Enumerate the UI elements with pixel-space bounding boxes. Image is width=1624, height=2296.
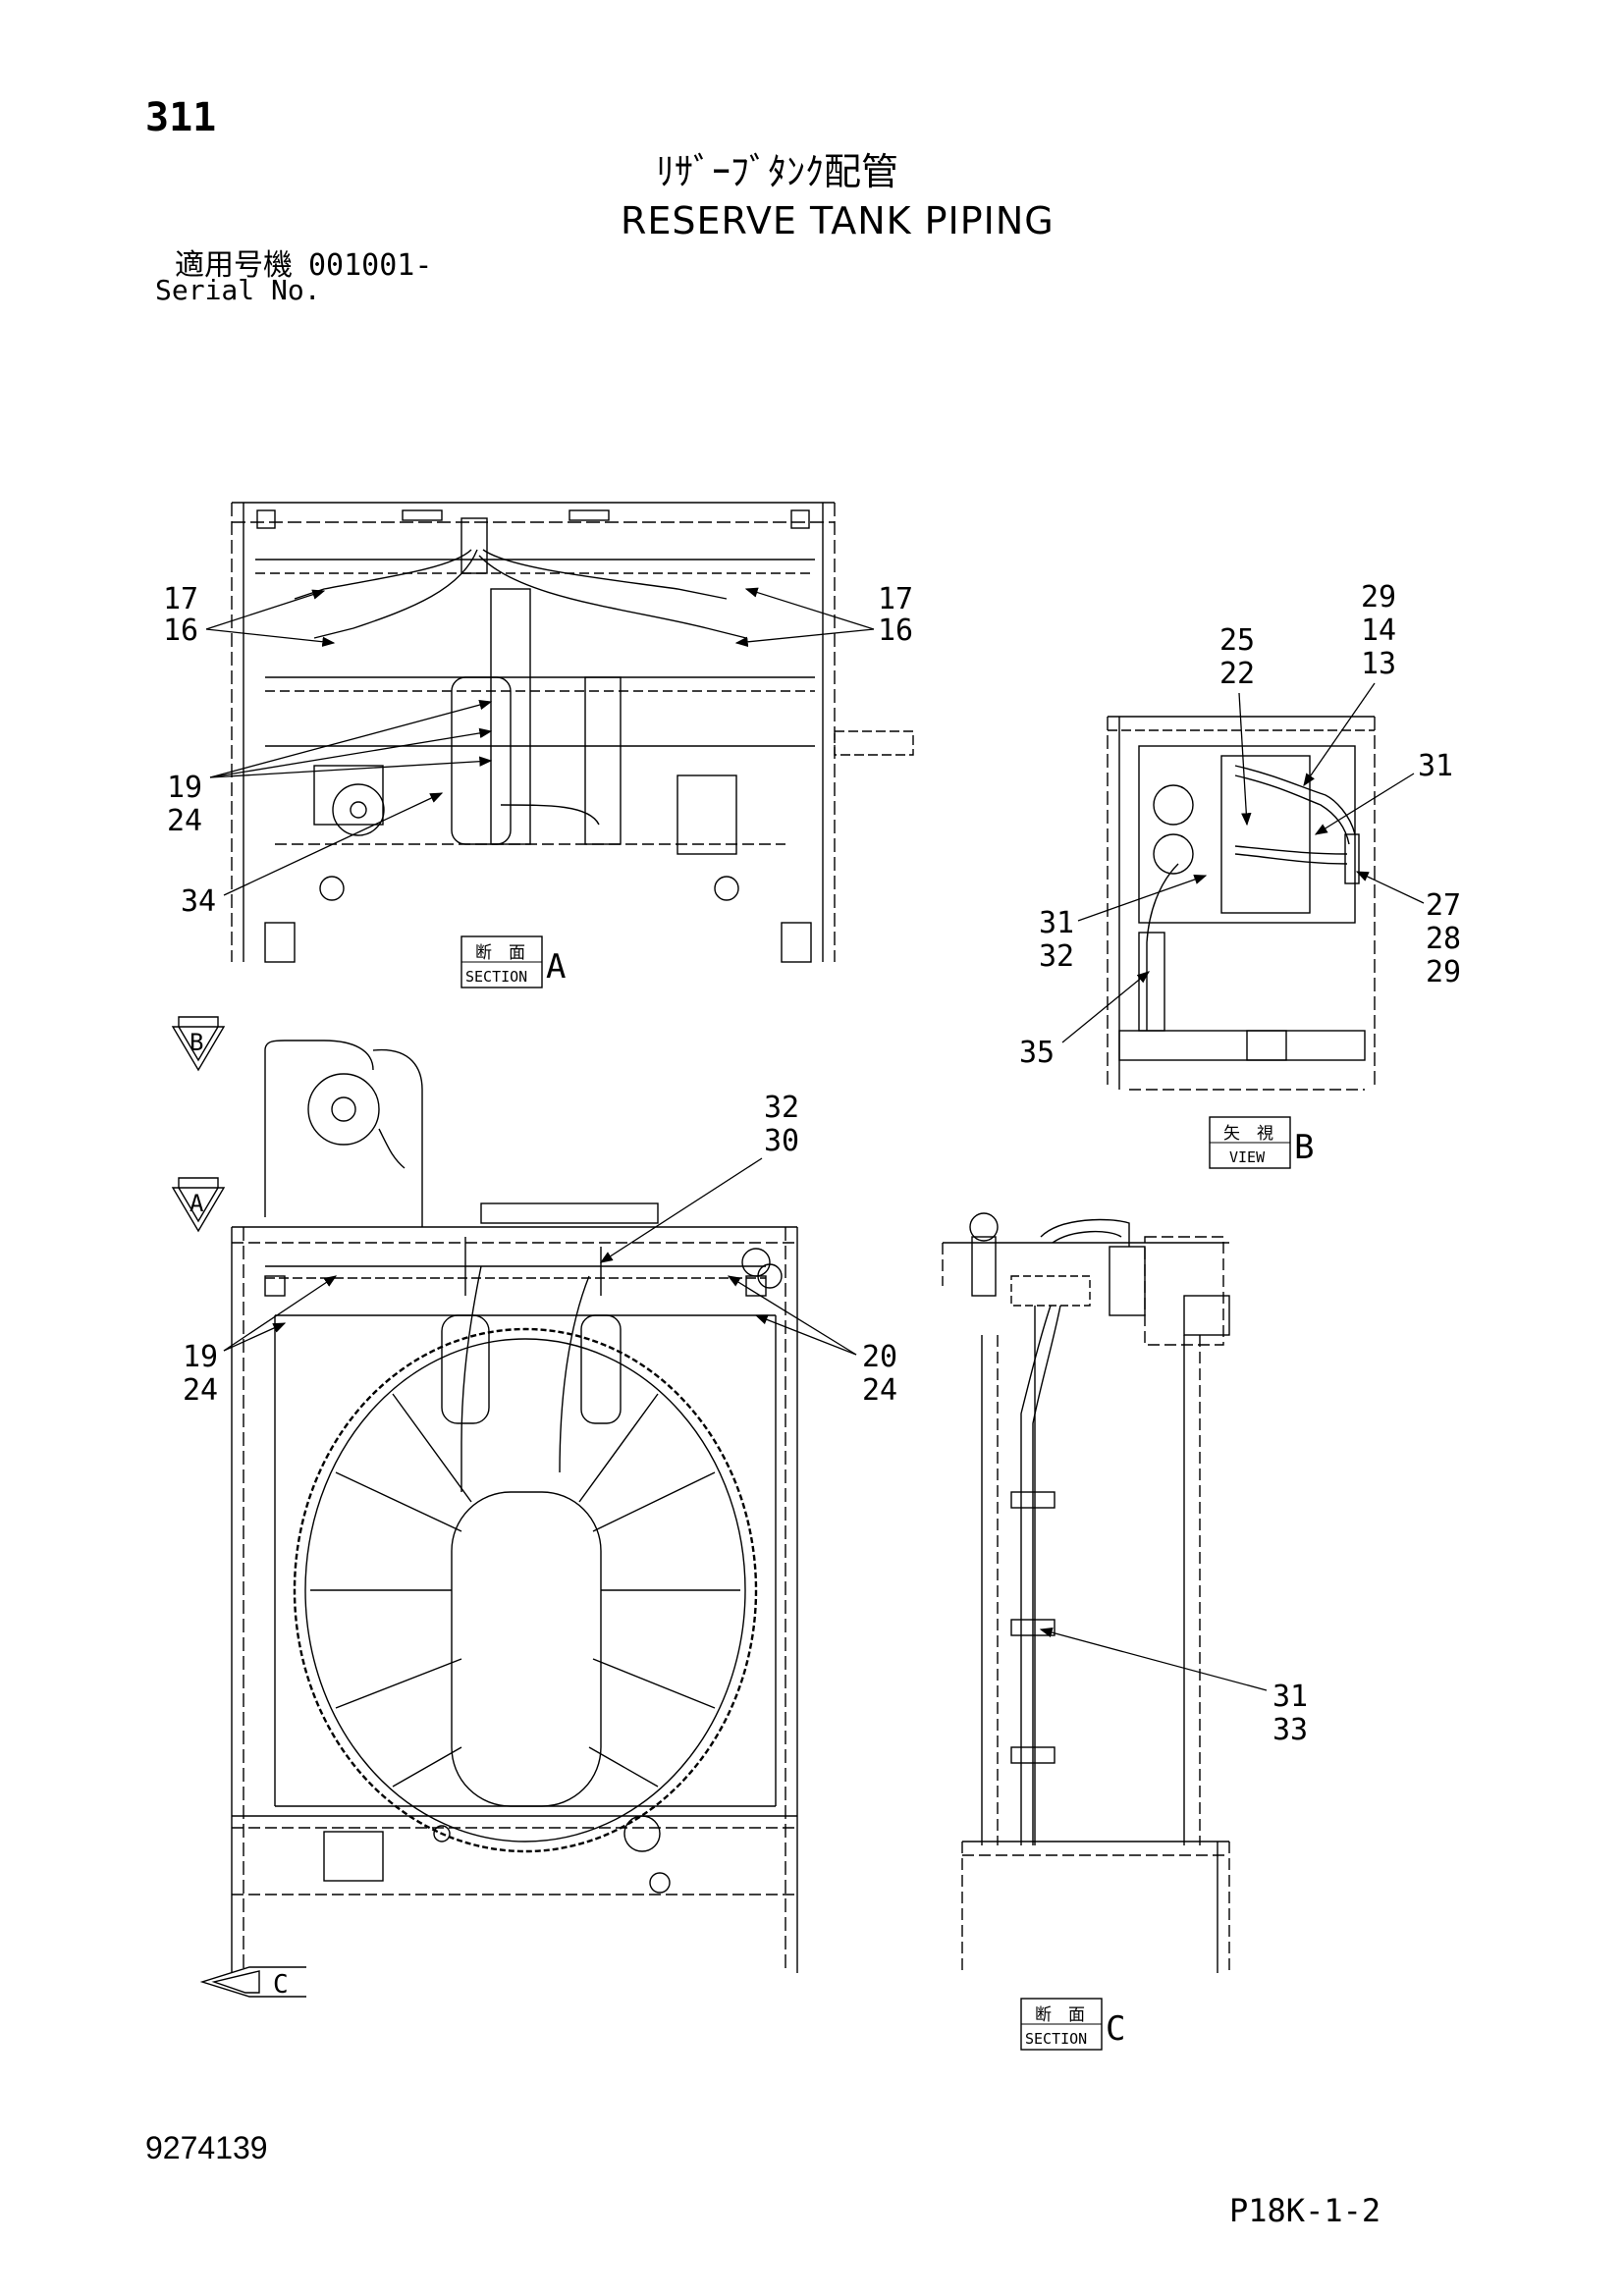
section-label-en: SECTION [1025,2030,1087,2048]
leader-line [734,628,875,648]
leader-line [599,1157,763,1263]
callout-label: 17 [163,582,198,616]
view-arrow-b: B [171,1016,226,1072]
main-view-callouts: 32 30 19 24 20 24 [183,1091,897,1408]
leader-line [209,727,493,778]
callout-label: 25 [1219,623,1255,658]
view-b-callouts: 25 22 29 14 13 31 31 32 27 28 29 35 [1019,580,1461,1070]
section-a-callouts: 17 16 17 16 19 24 34 [163,582,913,919]
title-japanese: ﾘｻﾞｰﾌﾞﾀﾝｸ配管 [656,150,899,193]
title-english: RESERVE TANK PIPING [621,199,1055,242]
callout-label: 31 [1039,906,1074,940]
leader-line [727,1275,857,1356]
callout-label: 24 [862,1373,897,1408]
callout-label: 31 [1418,749,1453,783]
serial-label-japanese: 適用号機 [175,248,293,283]
callout-label: 28 [1426,922,1461,956]
leader-line [205,589,326,630]
callout-label: 22 [1219,657,1255,691]
callout-label: 29 [1426,955,1461,989]
section-a-label: 断 面 SECTION A [460,935,566,988]
section-letter: A [546,947,566,987]
callout-label: 32 [764,1091,799,1125]
serial-value: 001001- [308,248,433,283]
leader-line [1238,692,1252,827]
document-number: 9274139 [145,2130,268,2165]
view-arrow-a: A [171,1177,226,1233]
callout-label: 14 [1361,614,1396,648]
callout-label: 24 [167,804,202,838]
leader-line [754,1314,857,1356]
callout-label: 34 [181,884,216,919]
view-label-en: VIEW [1229,1148,1266,1166]
view-letter: B [1294,1128,1314,1167]
leader-line [1355,871,1425,904]
callout-label: 35 [1019,1036,1055,1070]
callout-label: 20 [862,1340,897,1374]
callout-label: 29 [1361,580,1396,614]
main-view-drawing [231,1040,798,1973]
leader-line [223,792,444,896]
callout-label: 16 [878,614,913,648]
section-a-drawing [231,502,914,963]
leader-line [744,587,875,630]
leader-line [205,628,336,647]
callout-label: 32 [1039,939,1074,974]
view-arrow-c: C [199,1966,306,2000]
callout-label: 19 [183,1340,218,1374]
view-b-label: 矢 視 VIEW B [1209,1116,1314,1169]
leader-line [1314,773,1415,835]
callout-label: 30 [764,1124,799,1158]
callout-label: 31 [1272,1680,1308,1714]
section-c-drawing [942,1212,1230,1973]
leader-line [209,756,493,778]
leader-line [223,1275,338,1352]
section-label-ja: 断 面 [475,943,525,963]
callout-label: 13 [1361,647,1396,681]
section-label-en: SECTION [465,968,527,986]
callout-label: 27 [1426,888,1461,923]
arrow-letter: B [189,1029,203,1056]
leader-line [209,700,493,778]
callout-label: 17 [878,582,913,616]
callout-label: 19 [167,771,202,805]
section-label-ja: 断 面 [1035,2005,1085,2025]
leader-line [223,1322,287,1352]
callout-label: 16 [163,614,198,648]
section-letter: C [1106,2009,1125,2049]
page-number: 311 [145,95,217,140]
page-code: P18K-1-2 [1229,2192,1381,2229]
leader-line [1039,1628,1268,1691]
view-label-ja: 矢 視 [1223,1124,1273,1144]
section-c-callouts: 31 33 [1039,1628,1308,1747]
callout-label: 24 [183,1373,218,1408]
section-c-label: 断 面 SECTION C [1020,1998,1125,2051]
arrow-letter: C [273,1970,289,2000]
leader-line [1077,875,1208,922]
serial-label-english: Serial No. [155,274,321,306]
arrow-letter: A [189,1190,204,1217]
leader-line [1061,971,1151,1043]
view-b-drawing [1107,716,1376,1091]
callout-label: 33 [1272,1713,1308,1747]
leader-line [1303,682,1376,787]
